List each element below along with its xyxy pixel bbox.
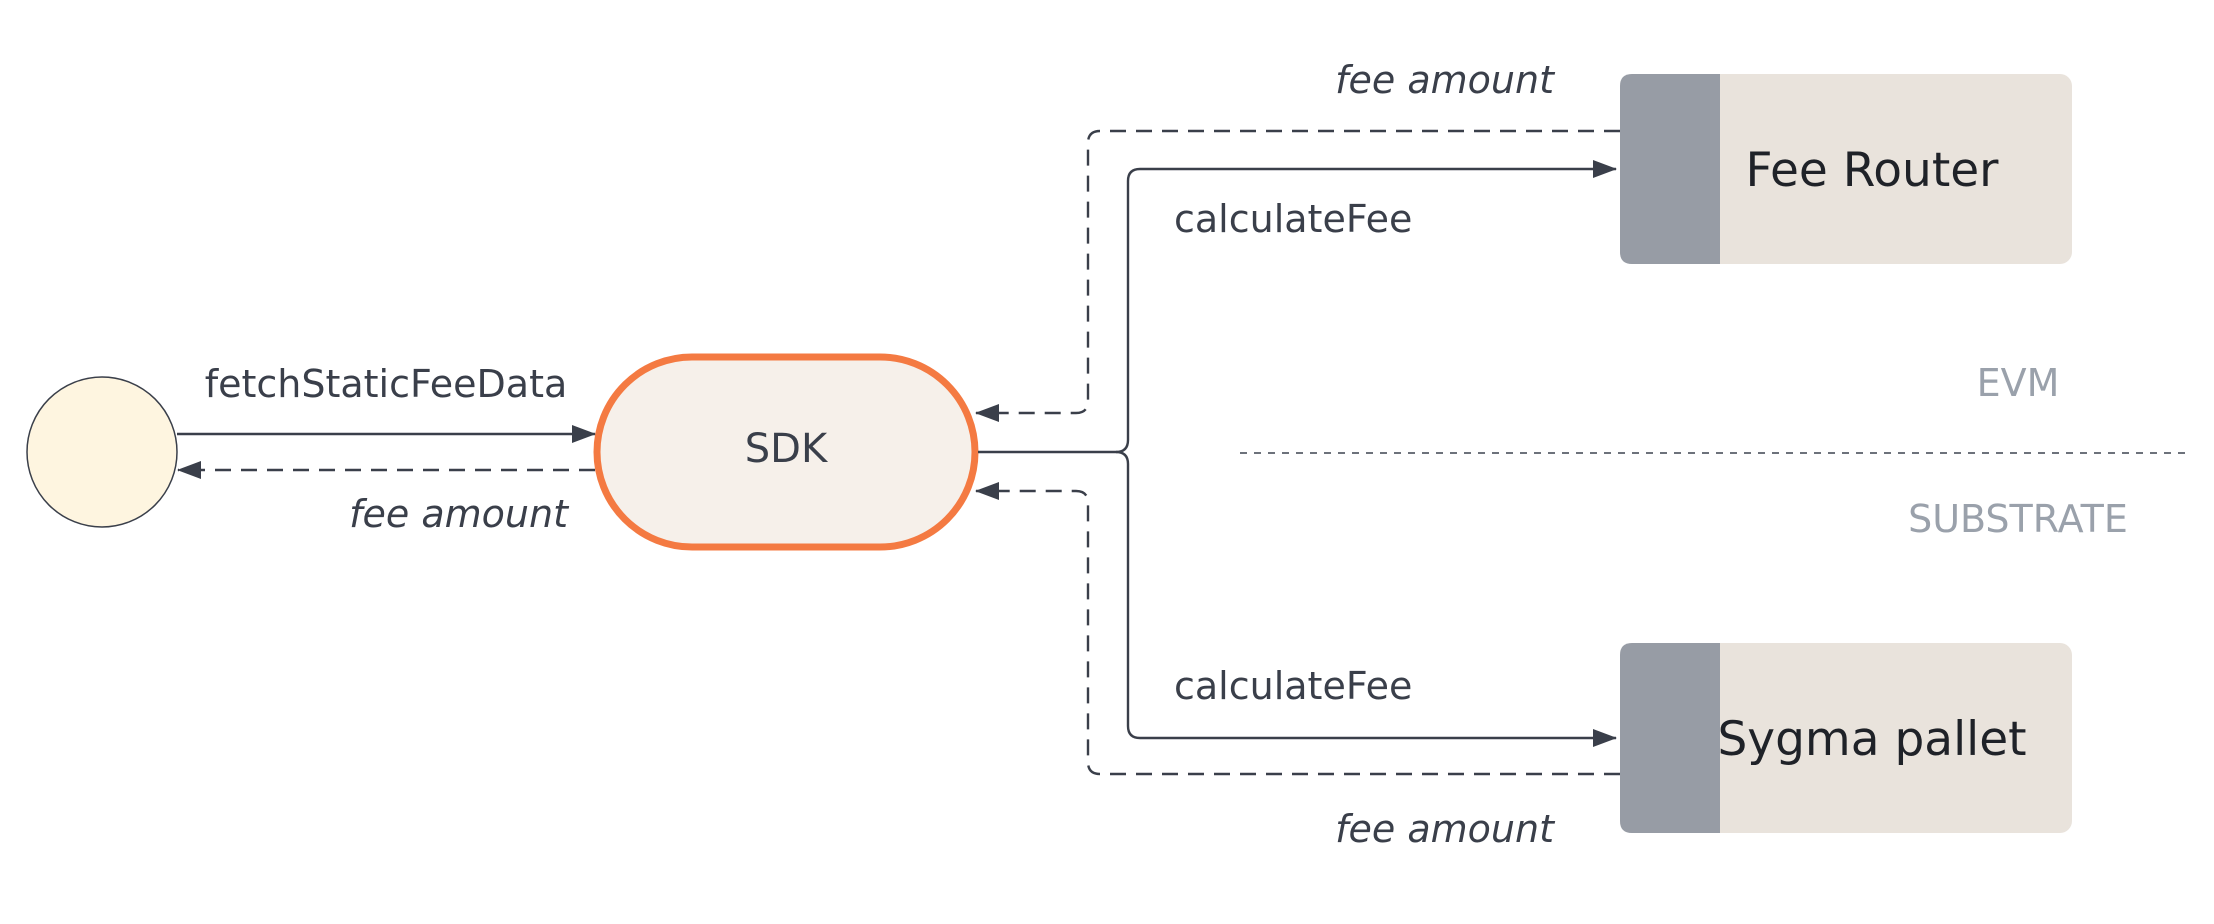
sdk-label: SDK	[745, 426, 829, 472]
region-label-substrate: SUBSTRATE	[1908, 497, 2128, 541]
edge-from-sdk-label: fee amount	[349, 492, 570, 536]
edge-from-sygma-pallet	[975, 482, 1620, 776]
caller-node	[26, 376, 178, 528]
edge-to-fee-router	[978, 160, 1617, 454]
edge-from-fee-router-label: fee amount	[1335, 58, 1556, 102]
sygma-pallet-node: Sygma pallet	[1620, 643, 2072, 833]
edge-to-fee-router-label: calculateFee	[1174, 197, 1412, 241]
region-label-evm: EVM	[1977, 361, 2060, 405]
sdk-node: SDK	[593, 353, 979, 551]
edge-from-sygma-pallet-label: fee amount	[1335, 807, 1556, 851]
edge-to-sdk-label: fetchStaticFeeData	[205, 362, 568, 406]
fee-router-label: Fee Router	[1746, 143, 2000, 198]
sygma-pallet-band	[1620, 643, 1720, 833]
edge-to-sygma-pallet	[1115, 450, 1617, 747]
edge-to-sygma-pallet-label: calculateFee	[1174, 664, 1412, 708]
sygma-pallet-label: Sygma pallet	[1717, 712, 2026, 767]
fee-router-node: Fee Router	[1620, 74, 2072, 264]
edge-from-fee-router	[975, 129, 1620, 422]
fee-router-band	[1620, 74, 1720, 264]
